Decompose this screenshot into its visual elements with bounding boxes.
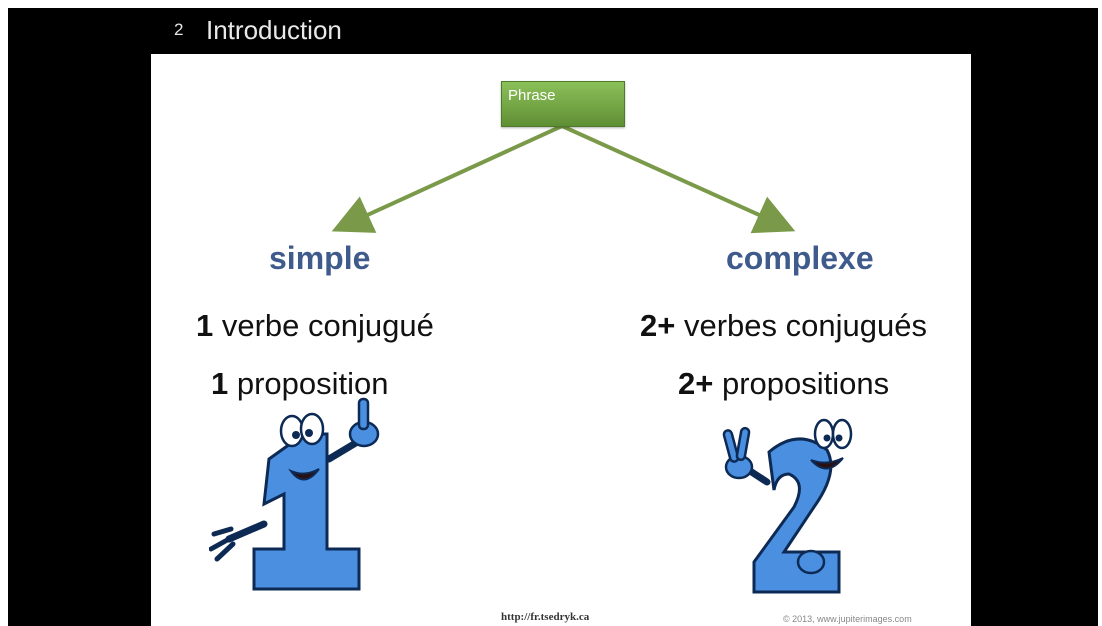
complexe-line-1-number: 2+ [640,308,676,343]
simple-line-1-number: 1 [196,308,214,343]
simple-line-1-text: verbe conjugué [213,308,434,343]
slide-canvas: Phrase simple complexe 1 verbe conjugué … [151,54,971,626]
simple-line-2: 1 proposition [211,366,389,402]
complexe-line-2-text: propositions [713,366,890,401]
complexe-line-2: 2+ propositions [678,366,889,402]
phrase-label: Phrase [508,87,556,104]
slide-number: 2 [174,20,184,39]
arrow-to-complexe [561,124,796,234]
complexe-line-1-text: verbes conjugués [675,308,927,343]
source-url: http://fr.tsedryk.ca [501,611,590,623]
simple-line-2-text: proposition [228,366,389,401]
slide-title: Introduction [206,15,342,45]
video-frame: 2 Introduction Phrase simple complexe 1 … [8,8,1098,626]
simple-line-2-number: 1 [211,366,229,401]
image-credit: © 2013, www.jupiterimages.com [783,614,912,624]
number-two-character-icon [722,418,853,594]
slide-title-bar: 2 Introduction [151,8,956,54]
simple-heading: simple [269,240,371,276]
simple-line-1: 1 verbe conjugué [196,308,434,344]
number-one-character-icon [209,397,380,591]
diagram-arrows [331,124,796,234]
arrow-to-simple [331,124,563,233]
phrase-node: Phrase [501,81,625,127]
complexe-line-2-number: 2+ [678,366,714,401]
complexe-line-1: 2+ verbes conjugués [640,308,927,344]
complexe-heading: complexe [726,240,874,276]
